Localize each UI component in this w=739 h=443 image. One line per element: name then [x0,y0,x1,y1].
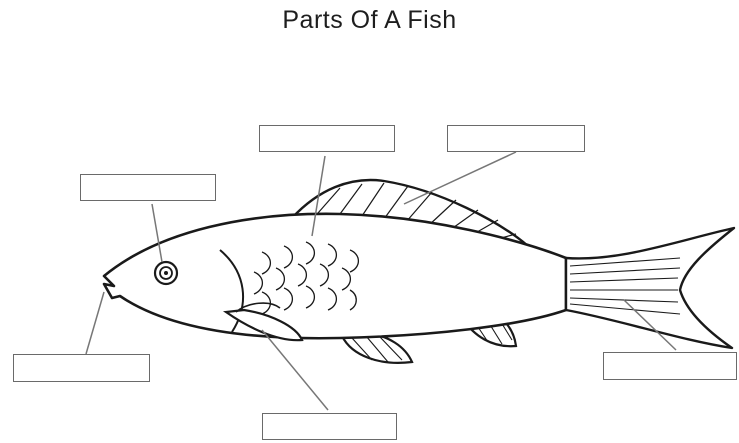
label-box-mouth[interactable] [13,354,150,382]
leader-line-gill [262,330,328,410]
tail-fin [566,228,734,348]
label-box-tail-fin[interactable] [603,352,737,380]
label-box-scales[interactable] [259,125,395,152]
leader-line-mouth [86,292,104,354]
label-box-dorsal-fin[interactable] [447,125,585,152]
label-box-gill[interactable] [262,413,397,440]
eye [155,262,177,284]
label-box-eye[interactable] [80,174,216,201]
leader-line-dorsal-fin [404,152,516,204]
